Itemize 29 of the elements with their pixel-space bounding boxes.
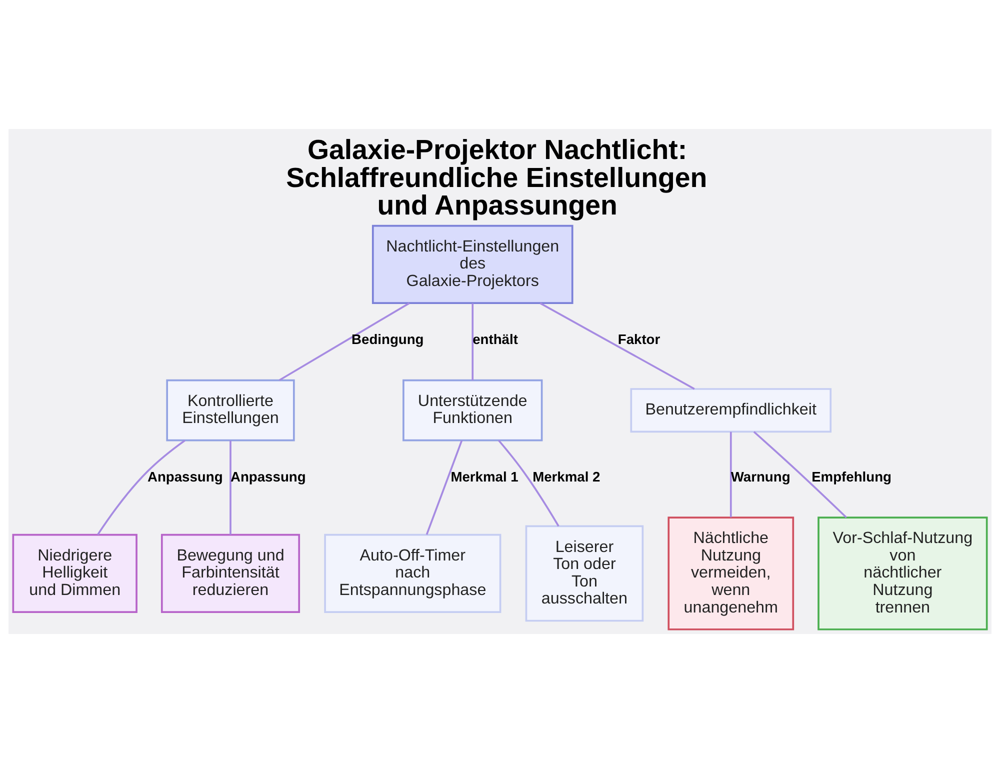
connector xyxy=(230,440,232,534)
edge-label: Empfehlung xyxy=(812,468,892,484)
edge-label: Merkmal 1 xyxy=(450,468,518,484)
connector xyxy=(730,431,732,517)
connector xyxy=(753,430,848,518)
node-box: Auto-Off-Timer nach Entspannungsphase xyxy=(324,533,502,613)
edge-label: Anpassung xyxy=(147,468,223,484)
edge-label: Anpassung xyxy=(230,468,306,484)
connector xyxy=(498,439,560,526)
edge-label: Bedingung xyxy=(352,330,424,347)
connector xyxy=(426,440,463,534)
connector xyxy=(97,439,186,535)
edge-label: enthält xyxy=(472,330,518,347)
node-box: Nachtlicht-Einstellungen des Galaxie-Projektors xyxy=(372,224,574,304)
node-box: Niedrigere Helligkeit und Dimmen xyxy=(12,533,138,613)
node-box: Vor-Schlaf-Nutzung von nächtlicher Nutzung trennen xyxy=(818,516,988,630)
node-box: Leiserer Ton oder Ton ausschalten xyxy=(525,524,644,622)
connector xyxy=(472,302,474,380)
node-box: Kontrollierte Einstellungen xyxy=(166,378,295,441)
connector xyxy=(540,302,695,390)
node-box: Bewegung und Farbintensität reduzieren xyxy=(160,533,300,613)
node-box: Unterstützende Funktionen xyxy=(402,378,543,441)
diagram-title: Galaxie-Projektor Nachtlicht: Schlaffreundliche Einstellungen und Anpassungen xyxy=(286,134,708,220)
edge-label: Merkmal 2 xyxy=(532,468,600,484)
connector xyxy=(278,302,410,381)
edge-label: Warnung xyxy=(730,468,790,484)
node-box: Benutzerempfindlichkeit xyxy=(630,388,832,432)
edge-label: Faktor xyxy=(618,330,660,347)
node-box: Nächtliche Nutzung vermeiden, wenn unangenehm xyxy=(668,516,794,630)
